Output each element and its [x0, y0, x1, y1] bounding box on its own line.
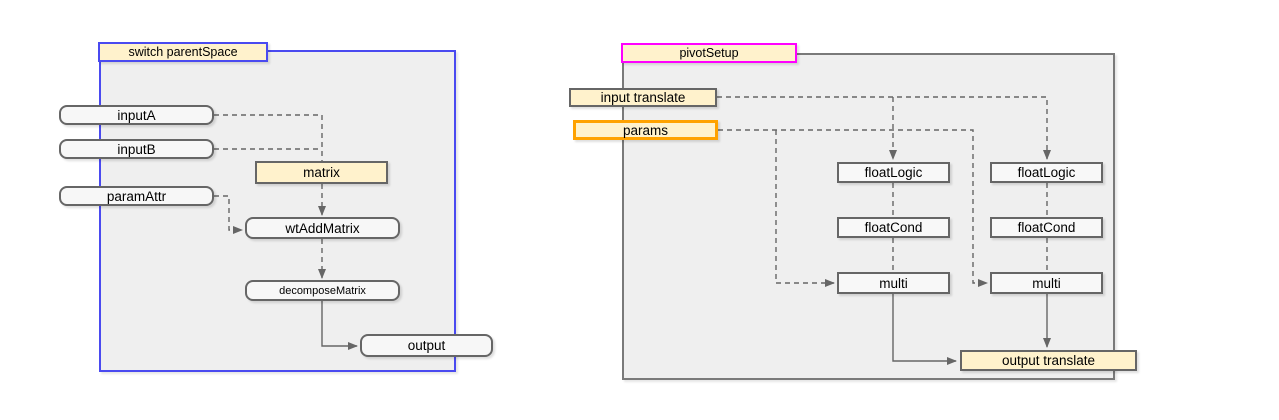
- node-paramAttr[interactable]: paramAttr: [59, 186, 214, 206]
- node-label: output translate: [1001, 353, 1096, 368]
- node-decomposeMatrix[interactable]: decomposeMatrix: [245, 280, 400, 301]
- tab-pivotsetup[interactable]: pivotSetup: [621, 43, 797, 63]
- node-label: decomposeMatrix: [279, 284, 366, 297]
- node-multi-left[interactable]: multi: [837, 272, 950, 294]
- node-label: input translate: [600, 90, 686, 105]
- tab-switch-parentspace[interactable]: switch parentSpace: [98, 42, 268, 62]
- node-output[interactable]: output: [360, 334, 493, 357]
- tab-label: switch parentSpace: [128, 45, 238, 59]
- node-matrix[interactable]: matrix: [255, 161, 388, 184]
- node-floatlogic-right[interactable]: floatLogic: [990, 162, 1103, 183]
- node-label: multi: [1032, 275, 1061, 291]
- node-label: floatCond: [1017, 220, 1076, 235]
- node-inputB[interactable]: inputB: [59, 139, 214, 159]
- group-switch-parentspace[interactable]: [99, 50, 456, 372]
- node-wtAddMatrix[interactable]: wtAddMatrix: [245, 217, 400, 239]
- node-label: inputB: [117, 141, 156, 157]
- node-label: output: [407, 338, 446, 353]
- node-label: floatCond: [864, 220, 923, 235]
- node-label: inputA: [117, 107, 156, 123]
- node-input-translate[interactable]: input translate: [569, 88, 717, 107]
- node-floatcond-right[interactable]: floatCond: [990, 217, 1103, 238]
- node-floatcond-left[interactable]: floatCond: [837, 217, 950, 238]
- node-multi-right[interactable]: multi: [990, 272, 1103, 294]
- node-floatlogic-left[interactable]: floatLogic: [837, 162, 950, 183]
- node-label: paramAttr: [106, 188, 167, 204]
- node-label: floatLogic: [864, 165, 923, 180]
- tab-label: pivotSetup: [679, 46, 739, 60]
- node-params[interactable]: params: [573, 120, 718, 140]
- node-label: wtAddMatrix: [285, 220, 360, 236]
- node-label: params: [622, 122, 668, 138]
- node-inputA[interactable]: inputA: [59, 105, 214, 125]
- node-output-translate[interactable]: output translate: [960, 350, 1137, 371]
- node-label: matrix: [303, 165, 340, 180]
- node-label: floatLogic: [1017, 165, 1076, 180]
- node-label: multi: [879, 275, 908, 291]
